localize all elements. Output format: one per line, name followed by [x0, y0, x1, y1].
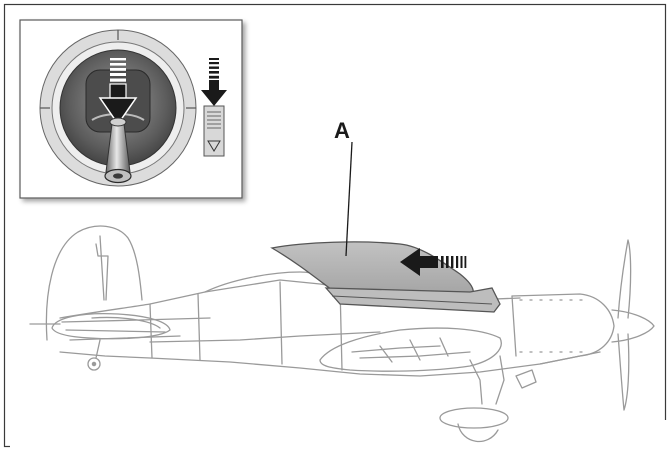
tail-wheel	[87, 357, 101, 371]
cowl-dots	[519, 299, 591, 353]
aileron-highlight	[270, 241, 501, 313]
aileron-bar-edge	[331, 295, 493, 305]
transmitter-inset	[19, 19, 243, 199]
vertical-tail	[45, 225, 143, 341]
main-wing	[319, 327, 502, 372]
callout-leader-line	[345, 141, 353, 257]
aileron-surface	[270, 241, 474, 297]
tail-wire	[69, 335, 181, 341]
trim-hatch	[209, 58, 219, 79]
trim-indicator-icon	[201, 58, 227, 157]
motion-arrow-shaft	[420, 256, 438, 268]
propeller	[617, 239, 632, 411]
trim-slider-ribs	[207, 111, 221, 129]
stick-base	[109, 117, 127, 127]
motion-arrow-hatch	[441, 256, 467, 268]
motion-arrow-icon	[400, 248, 467, 276]
trim-slider	[203, 105, 225, 157]
trim-arrow-shaft	[209, 80, 219, 90]
wing-ribs	[351, 337, 471, 363]
elevator-line	[65, 329, 166, 333]
cowl	[511, 293, 615, 365]
wheel	[457, 423, 499, 443]
stabilizer-inner	[91, 316, 161, 329]
rudder-hinge-line	[99, 235, 105, 301]
horizontal-stabilizer	[51, 312, 171, 340]
airplane-outline-icon	[29, 225, 655, 443]
cowl-front	[511, 295, 517, 357]
motion-arrow-head	[400, 248, 420, 276]
rudder-inner	[95, 243, 109, 301]
tail-wheel-hub	[91, 361, 97, 367]
callout-label: A	[334, 118, 350, 143]
stick-direction-arrow	[98, 58, 138, 126]
transmitter-stick-icon	[39, 29, 197, 187]
trim-down-marker	[207, 140, 221, 152]
stick-tip-center	[113, 173, 123, 179]
fuselage-bottom	[59, 351, 601, 377]
gear-strut	[469, 355, 505, 405]
exhaust	[515, 369, 537, 389]
panel-lines	[149, 281, 343, 371]
spinner	[611, 309, 655, 343]
frame-bottom-mask	[10, 420, 670, 450]
gimbal-tick-marks	[40, 30, 196, 109]
fuselage-stripe	[149, 331, 381, 343]
tail-wheel-strut	[95, 339, 101, 359]
wheel-pant	[439, 407, 509, 429]
trim-arrow-head	[201, 90, 227, 106]
